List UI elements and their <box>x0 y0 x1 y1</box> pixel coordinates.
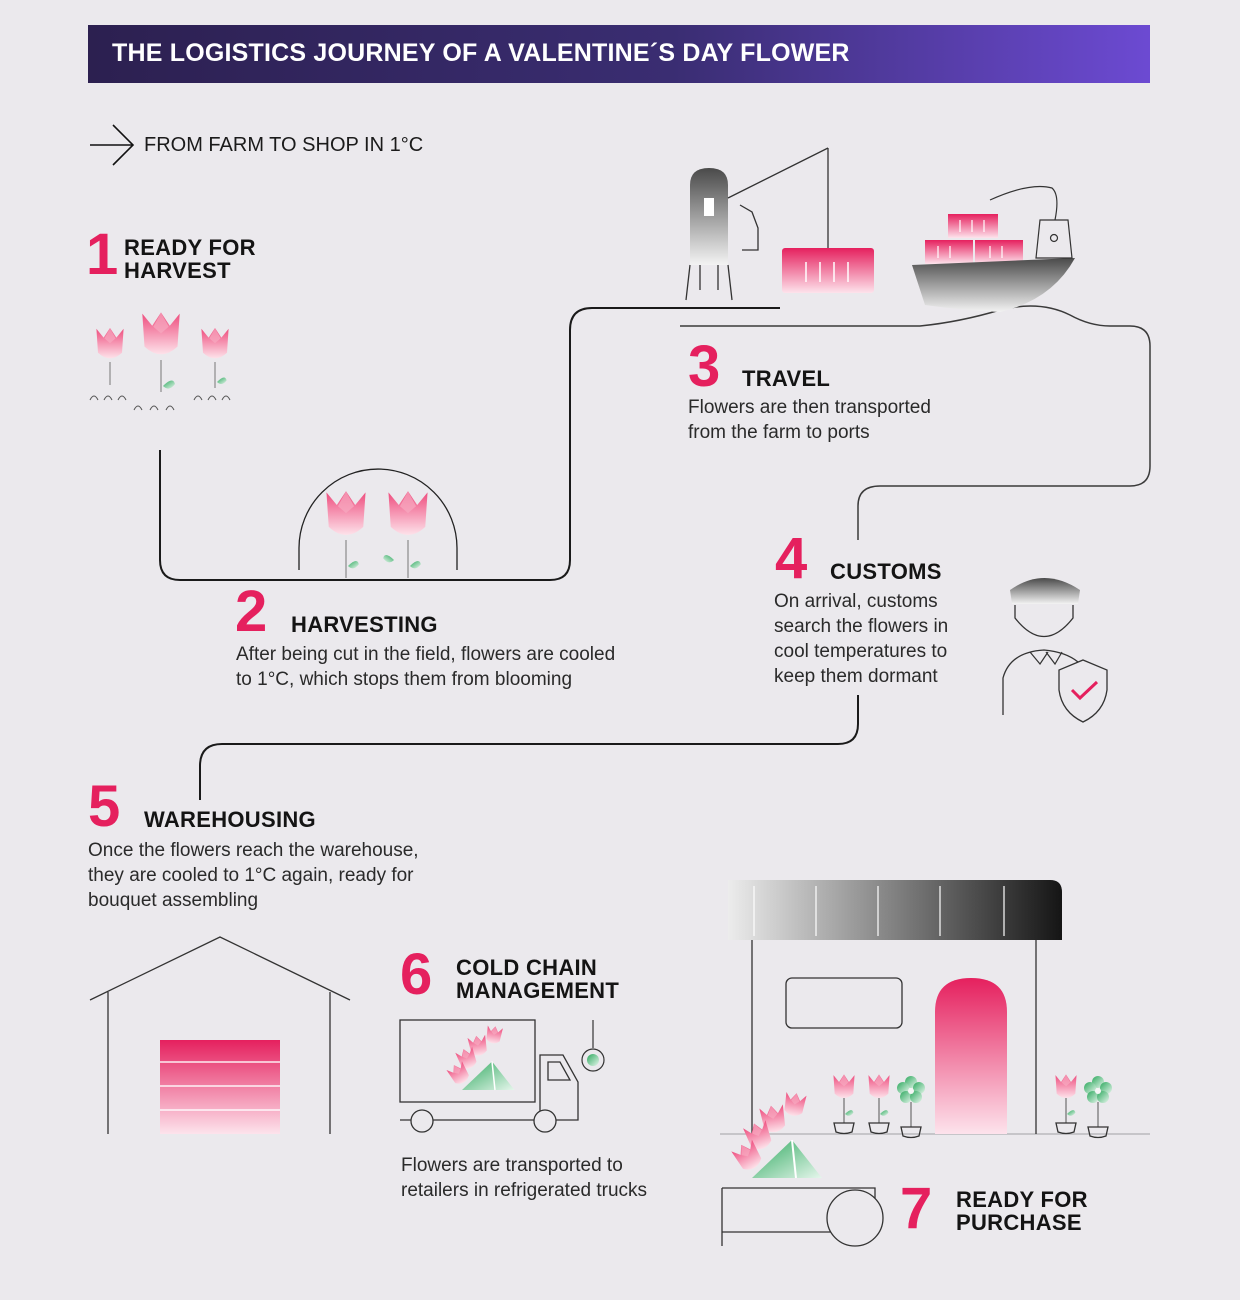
step-5-number: 5 <box>88 774 121 839</box>
tulip-icon <box>142 312 180 392</box>
awning-icon <box>753 886 1005 936</box>
step-5-desc-line3: bouquet assembling <box>88 890 259 911</box>
step-6-desc-line2: retailers in refrigerated trucks <box>401 1180 648 1201</box>
tulip-icon <box>201 328 229 388</box>
step-2-number: 2 <box>235 579 268 644</box>
port-crane-icon <box>685 147 829 301</box>
step-6-title-line1: COLD CHAIN <box>456 955 598 980</box>
step-6-title-line2: MANAGEMENT <box>456 978 620 1003</box>
step-6-number: 6 <box>400 942 433 1007</box>
step-3-title: TRAVEL <box>742 366 831 391</box>
step-2-title: HARVESTING <box>291 612 438 637</box>
step-6-desc-line1: Flowers are transported to <box>401 1155 623 1176</box>
page-title: THE LOGISTICS JOURNEY OF A VALENTINE´S D… <box>112 39 850 67</box>
journey-path-lower <box>199 695 859 800</box>
step-1-title-line2: HARVEST <box>124 258 231 283</box>
step-1-title-line1: READY FOR <box>124 235 256 260</box>
step-4-number: 4 <box>775 526 808 591</box>
step-2-description: After being cut in the field, flowers ar… <box>236 642 615 692</box>
step-7-number: 7 <box>900 1176 933 1241</box>
shop-icon <box>728 880 1062 1134</box>
tulip-field <box>89 312 231 411</box>
customs-officer-icon <box>1002 578 1080 715</box>
step-2-desc-line1: After being cut in the field, flowers ar… <box>236 644 616 665</box>
step-3-desc-line1: Flowers are then transported <box>688 397 931 418</box>
step-5-description: Once the flowers reach the warehouse, th… <box>88 838 419 913</box>
step-3-description: Flowers are then transported from the fa… <box>688 395 931 445</box>
step-4-description: On arrival, customs search the flowers i… <box>774 589 948 689</box>
step-3-desc-line2: from the farm to ports <box>688 422 870 443</box>
step-7-title: READY FOR PURCHASE <box>956 1188 1088 1234</box>
step-6-description: Flowers are transported to retailers in … <box>401 1153 647 1203</box>
step-3-number: 3 <box>688 334 721 399</box>
step-7-title-line2: PURCHASE <box>956 1210 1082 1235</box>
shipping-container-icon <box>782 248 874 293</box>
cargo-ship-icon <box>912 185 1075 312</box>
step-5-desc-line2: they are cooled to 1°C again, ready for <box>88 865 414 886</box>
subtitle: FROM FARM TO SHOP IN 1°C <box>144 134 424 156</box>
refrigerated-truck-icon <box>399 1019 579 1133</box>
step-4-desc-line2: search the flowers in <box>774 616 949 637</box>
arrow-right-icon <box>90 124 135 166</box>
flower-cart-icon <box>721 1091 884 1247</box>
greenhouse-icon <box>298 468 458 578</box>
step-7-title-line1: READY FOR <box>956 1187 1088 1212</box>
step-4-desc-line3: cool temperatures to <box>774 641 948 662</box>
step-5-title: WAREHOUSING <box>144 807 316 832</box>
bouquet-in-truck <box>446 1025 514 1090</box>
step-5-desc-line1: Once the flowers reach the warehouse, <box>88 840 419 861</box>
step-1-title: READY FOR HARVEST <box>124 236 256 282</box>
step-2-desc-line2: to 1°C, which stops them from blooming <box>236 669 573 690</box>
journey-path <box>159 307 780 581</box>
step-6-title: COLD CHAIN MANAGEMENT <box>456 956 619 1002</box>
step-4-desc-line1: On arrival, customs <box>774 591 938 612</box>
step-4-title: CUSTOMS <box>830 559 942 584</box>
shield-check-icon <box>1058 659 1108 723</box>
title-banner: THE LOGISTICS JOURNEY OF A VALENTINE´S D… <box>88 25 1150 83</box>
step-1-number: 1 <box>86 222 119 287</box>
tulip-icon <box>96 328 124 385</box>
thermometer-icon <box>581 1020 605 1072</box>
step-4-desc-line4: keep them dormant <box>774 666 938 687</box>
warehouse-icon <box>89 936 351 1134</box>
